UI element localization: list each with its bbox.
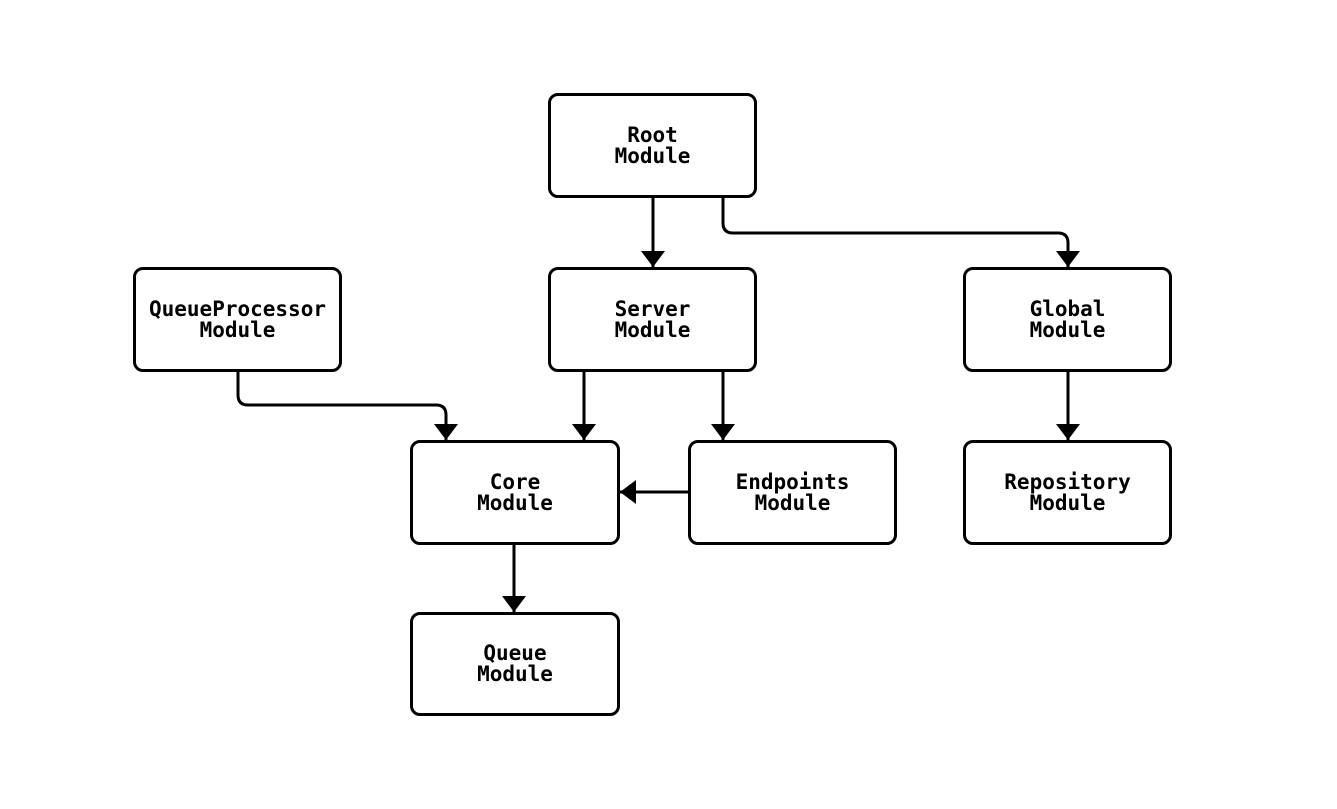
- edge-root-to-global: [721, 198, 1080, 267]
- edge-queueprocessor-to-core: [236, 372, 458, 440]
- node-global-label: Global Module: [1029, 296, 1106, 342]
- node-root: Root Module: [548, 93, 757, 198]
- node-server: Server Module: [548, 267, 757, 372]
- node-core: Core Module: [410, 440, 620, 545]
- node-server-label: Server Module: [614, 296, 691, 342]
- node-endpoints-label: Endpoints Module: [735, 469, 850, 515]
- node-root-label: Root Module: [614, 122, 691, 168]
- node-queueprocessor: QueueProcessor Module: [133, 267, 342, 372]
- node-repository-label: Repository Module: [1004, 469, 1131, 515]
- node-queue: Queue Module: [410, 612, 620, 716]
- node-global: Global Module: [963, 267, 1172, 372]
- node-core-label: Core Module: [477, 469, 553, 515]
- node-endpoints: Endpoints Module: [688, 440, 897, 545]
- node-queue-label: Queue Module: [477, 641, 553, 686]
- node-queueprocessor-label: QueueProcessor Module: [148, 296, 326, 342]
- node-repository: Repository Module: [963, 440, 1172, 545]
